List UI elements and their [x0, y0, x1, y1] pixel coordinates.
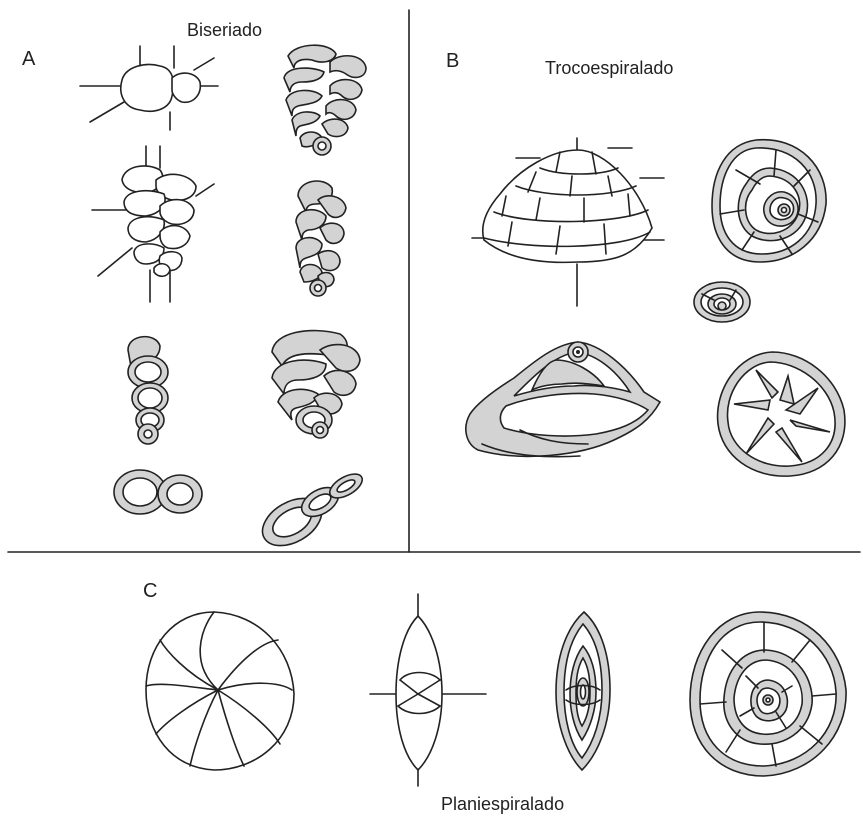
biserial-shelled-narrow — [296, 181, 346, 296]
biserial-shelled-broad — [272, 331, 360, 438]
biserial-outline-top-view — [80, 46, 218, 130]
trochospiral-shelled-cone — [466, 342, 660, 457]
biserial-shelled-chain — [128, 337, 168, 444]
biserial-outline-side-view — [92, 146, 214, 302]
panel-b-drawings — [466, 138, 845, 476]
biserial-cross-section — [114, 470, 202, 514]
biserial-shelled-conical — [284, 45, 366, 155]
planispiral-outline-edge-view — [370, 594, 486, 786]
trochospiral-outline-side-view — [472, 138, 664, 306]
planispiral-outline-side-view — [146, 612, 294, 770]
biserial-oblique-section — [254, 469, 366, 555]
panel-c-drawings — [146, 594, 846, 786]
trochospiral-small-section — [694, 282, 750, 322]
trochospiral-ventral-view — [718, 352, 845, 476]
trochospiral-dorsal-view — [712, 140, 826, 262]
planispiral-shelled-edge-section — [556, 612, 610, 770]
planispiral-shelled-side-section — [690, 612, 846, 776]
panel-a-drawings — [80, 45, 366, 555]
